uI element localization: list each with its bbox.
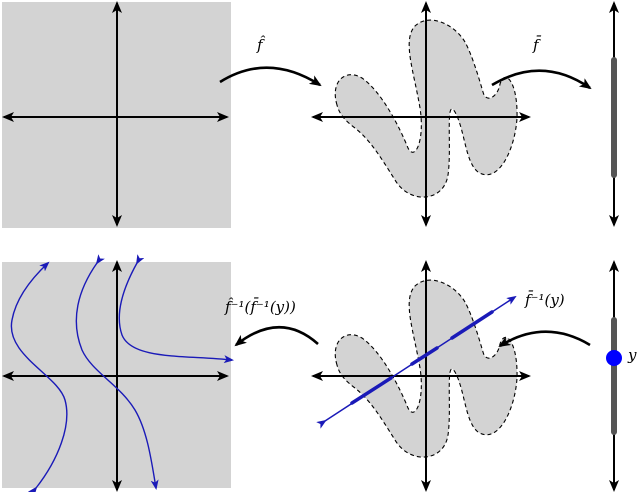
map-arrow-f-bar xyxy=(491,69,592,90)
axes-domain-top xyxy=(2,1,229,227)
label-f-bar-inverse: f̄⁻¹(y) xyxy=(524,291,565,309)
map-arrow-f-hat-inverse xyxy=(234,325,319,347)
map-arrow-f-hat xyxy=(219,66,322,87)
preimage-curve-1 xyxy=(10,261,68,492)
axes-image-top xyxy=(311,1,531,227)
label-f-bar: f̄ xyxy=(532,36,541,54)
point-y xyxy=(606,350,622,366)
preimage-curve-2 xyxy=(75,254,159,490)
preimage-curves xyxy=(10,254,234,492)
label-f-hat: f̂ xyxy=(256,36,266,54)
label-f-hat-inverse-composite: f̂⁻¹(f̄⁻¹(y)) xyxy=(224,298,296,316)
map-arrow-f-bar-inverse xyxy=(498,330,591,348)
preimage-curve-3 xyxy=(118,254,234,364)
preimage-line-in-region xyxy=(350,310,494,405)
label-y: y xyxy=(627,346,637,364)
